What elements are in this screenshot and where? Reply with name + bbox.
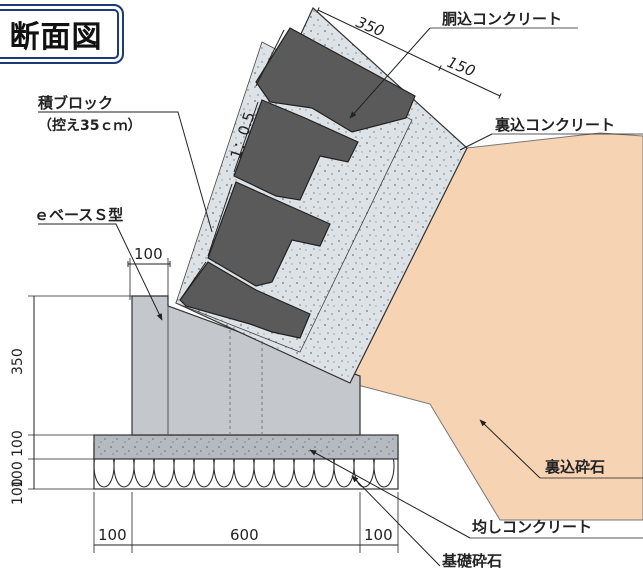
label-kiso: 基礎砕石 xyxy=(441,552,502,569)
dim-100-bottom-right: 100 xyxy=(364,526,393,544)
backfill-gravel-area xyxy=(349,132,643,521)
leader-ebase xyxy=(38,223,163,321)
label-block: 積ブロック xyxy=(37,94,113,112)
dim-350-left: 350 xyxy=(10,348,26,375)
leader-narashi xyxy=(309,449,471,539)
leveling-concrete-layer xyxy=(93,434,399,460)
label-ebase: ｅベースＳ型 xyxy=(34,206,123,224)
dim-100-top: 100 xyxy=(134,245,163,263)
label-uragomi-saiseki: 裏込砕石 xyxy=(544,458,605,476)
label-block-sub: （控え35ｃｍ） xyxy=(38,117,141,134)
leader-dogomi xyxy=(349,27,431,119)
dim-100-left-a: 100 xyxy=(10,430,26,457)
page-title: 断面図 xyxy=(9,20,103,55)
dim-100-bottom-left: 100 xyxy=(98,526,127,544)
leader-kiso xyxy=(351,475,441,567)
leader-uragomi-concrete xyxy=(459,133,493,151)
masonry-blocks xyxy=(179,27,416,339)
label-dogomi: 胴込コンクリート xyxy=(442,10,562,28)
leader-uragomi-saiseki xyxy=(479,419,541,479)
leader-block xyxy=(38,111,213,233)
block-face-lines xyxy=(179,29,285,301)
dim-350-top: 350 xyxy=(354,13,387,40)
dim-100-left-b: 100 xyxy=(10,461,26,488)
dim-100-left-c: 100 xyxy=(10,478,26,505)
label-narashi: 均しコンクリート xyxy=(472,518,592,536)
dim-600: 600 xyxy=(230,526,259,544)
dim-150: 150 xyxy=(445,53,478,80)
label-uragomi-concrete: 裏込コンクリート xyxy=(494,116,615,134)
title-box: 断面図 xyxy=(0,4,124,64)
